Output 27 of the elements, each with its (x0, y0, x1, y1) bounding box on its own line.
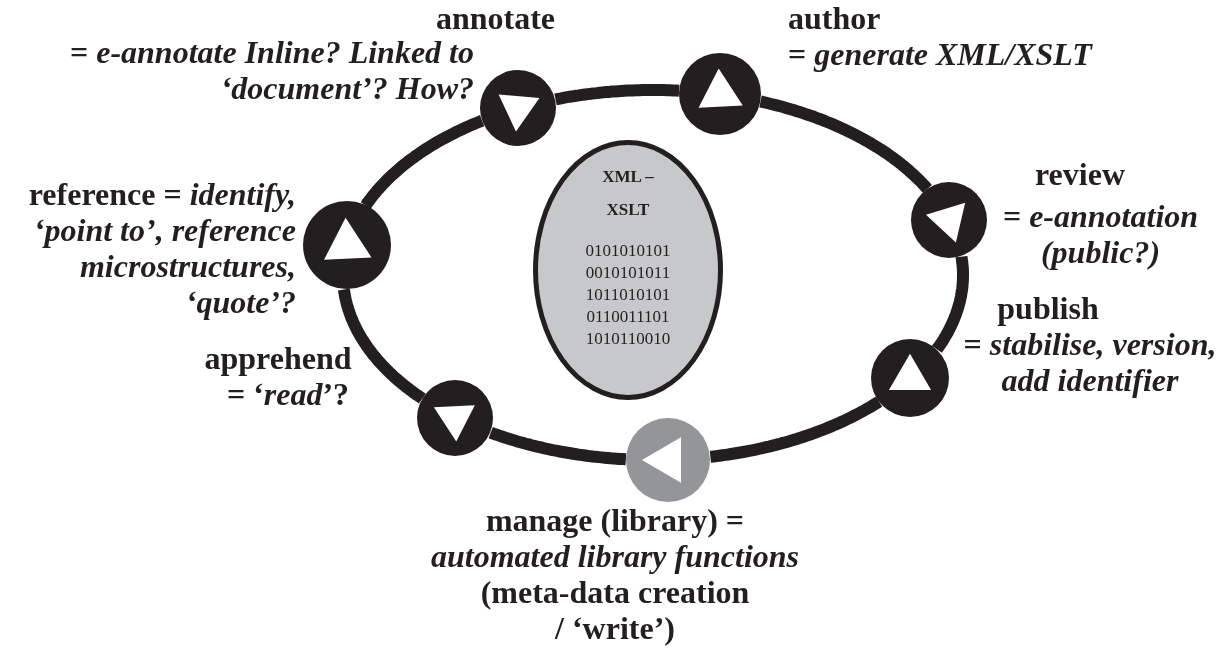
step-label: review (1034, 156, 1126, 192)
ring-connector (360, 115, 486, 210)
step-label: automated library functions (429, 538, 800, 574)
triangle-circle-icon (303, 201, 392, 290)
step-label: author (788, 0, 882, 36)
triangle-circle-icon (480, 70, 557, 147)
oval-heading: XML – XSLT (601, 166, 655, 221)
triangle-circle-icon (417, 379, 494, 456)
triangle-circle-icon (871, 339, 950, 418)
step-label: = generate XML/XSLT (788, 36, 1094, 72)
ring-connector (552, 84, 682, 106)
triangle-circle-icon (911, 182, 988, 259)
triangle-circle-icon (625, 417, 710, 502)
step-label: publish (996, 290, 1100, 326)
binary-digits: 0101010101 0010101011 1011010101 0110011101 1010110010 (584, 240, 672, 350)
triangle-circle-icon (679, 53, 762, 136)
step-label: = stabilise, version, add identifier (962, 326, 1218, 398)
ring-connector (757, 95, 932, 194)
step-label: = ‘read’? (225, 376, 351, 412)
step-label: apprehend (203, 340, 353, 376)
step-label: reference = identify, ‘point to’, reference microstructures, ‘quote’? (27, 176, 296, 320)
step-label: = e-annotation (public?) (1001, 198, 1200, 270)
step-label: annotate (434, 0, 555, 36)
step-label: = e-annotate Inline? Linked to ‘document’? How? (68, 34, 474, 106)
ring-connector (707, 396, 883, 463)
step-label: manage (library) = (484, 502, 746, 538)
step-label: (meta-data creation / ‘write’) (480, 574, 750, 646)
